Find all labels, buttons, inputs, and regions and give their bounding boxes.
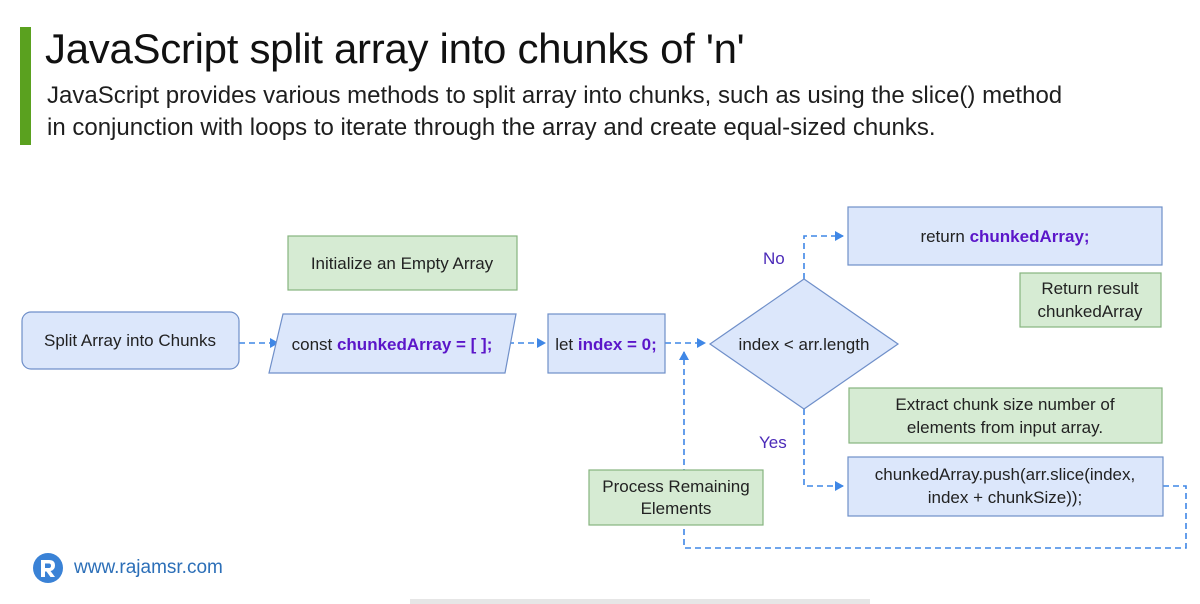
index-init-node: let index = 0;: [547, 313, 666, 374]
return-node: return chunkedArray;: [847, 206, 1163, 266]
extract-note-line-1: Extract chunk size number of: [895, 395, 1114, 414]
process-note-line-1: Process Remaining: [602, 477, 749, 496]
init-array-node: const chunkedArray = [ ];: [268, 313, 517, 374]
index-init-label: let index = 0;: [555, 335, 657, 354]
init-array-label: const chunkedArray = [ ];: [292, 335, 493, 354]
edge-label-no: No: [763, 249, 785, 268]
init-array-code: chunkedArray = [ ];: [337, 335, 492, 354]
return-note-line-2: chunkedArray: [1038, 302, 1143, 321]
site-footer: www.rajamsr.com: [32, 552, 223, 584]
edge-condition-no-to-return: [803, 231, 844, 279]
init-array-keyword: const: [292, 335, 337, 354]
init-note: Initialize an Empty Array: [287, 235, 518, 291]
title-accent-bar: [20, 27, 31, 145]
return-label: return chunkedArray;: [920, 227, 1089, 246]
start-node: Split Array into Chunks: [21, 311, 240, 370]
extract-note-line-2: elements from input array.: [907, 418, 1103, 437]
start-node-label: Split Array into Chunks: [44, 331, 216, 350]
index-init-code: index = 0;: [578, 335, 657, 354]
process-note-line-2: Elements: [641, 499, 712, 518]
push-chunk-line-2: index + chunkSize));: [928, 488, 1083, 507]
edge-condition-yes-to-push: [803, 409, 844, 491]
return-note-line-1: Return result: [1041, 279, 1139, 298]
return-keyword: return: [920, 227, 969, 246]
extract-note: Extract chunk size number of elements fr…: [848, 387, 1163, 444]
condition-label: index < arr.length: [739, 335, 870, 354]
description-line-2: in conjunction with loops to iterate thr…: [47, 114, 936, 141]
edge-label-yes: Yes: [759, 433, 787, 452]
return-note: Return result chunkedArray: [1019, 272, 1162, 328]
page-description: JavaScript provides various methods to s…: [47, 80, 1187, 144]
rajamsr-logo-icon: [33, 553, 63, 583]
site-link[interactable]: www.rajamsr.com: [74, 557, 223, 578]
push-chunk-node: chunkedArray.push(arr.slice(index, index…: [847, 456, 1164, 517]
process-remaining-note: Process Remaining Elements: [588, 469, 764, 526]
page-title: JavaScript split array into chunks of 'n…: [45, 25, 745, 72]
return-code: chunkedArray;: [970, 227, 1090, 246]
index-init-keyword: let: [555, 335, 578, 354]
horizontal-scrollbar[interactable]: [410, 599, 870, 604]
init-note-label: Initialize an Empty Array: [311, 254, 494, 273]
push-chunk-line-1: chunkedArray.push(arr.slice(index,: [875, 465, 1135, 484]
description-line-1: JavaScript provides various methods to s…: [47, 82, 1063, 109]
condition-diamond: index < arr.length: [708, 278, 900, 410]
